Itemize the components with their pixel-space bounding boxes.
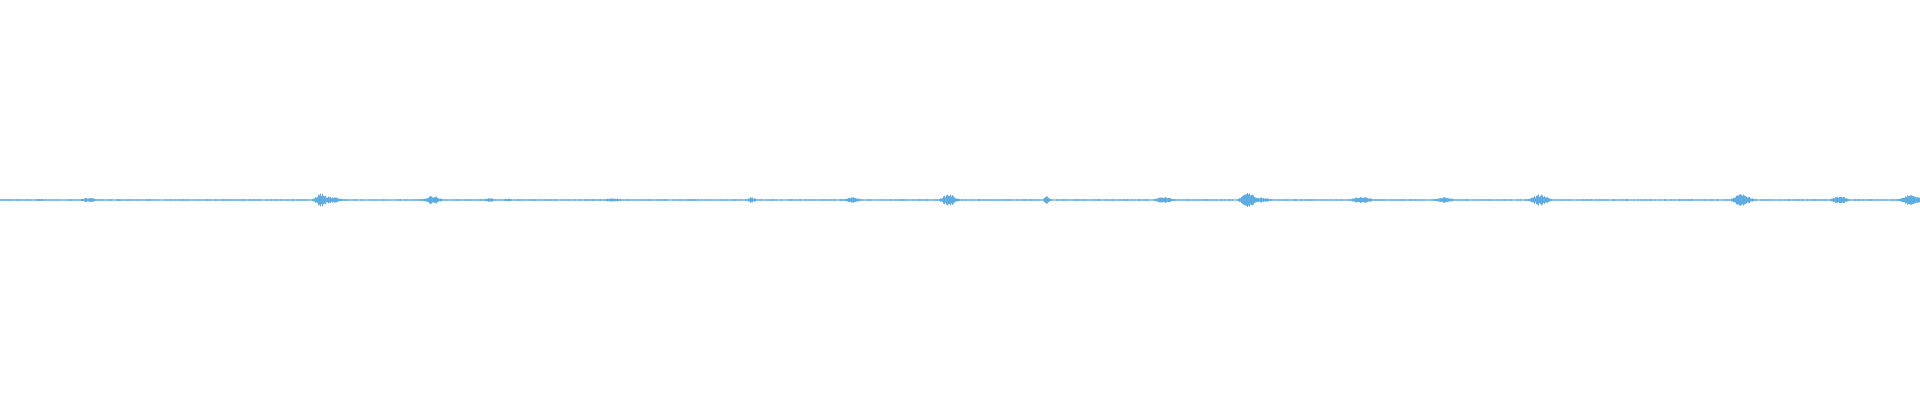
waveform-samples — [0, 192, 1920, 208]
waveform-bars — [0, 192, 1920, 208]
